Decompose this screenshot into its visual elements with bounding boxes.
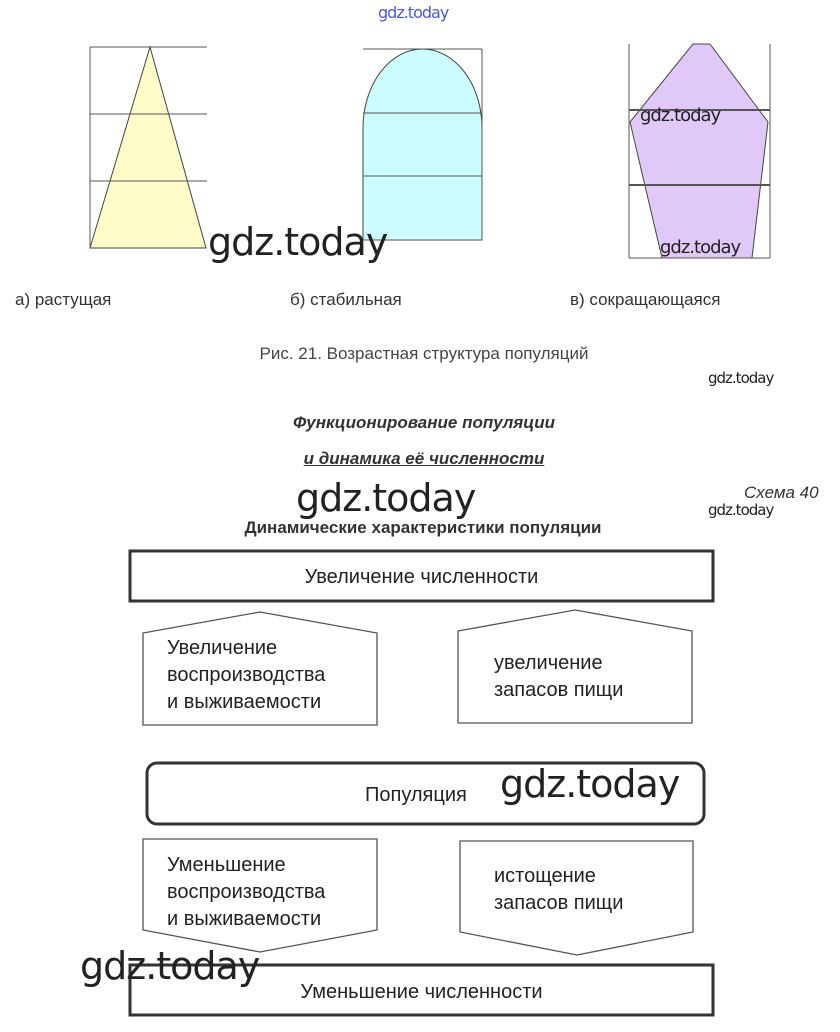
text-line: истощение — [494, 865, 596, 887]
watermark: gdz.today — [80, 944, 260, 988]
section-title-line1: Функционирование популяции — [292, 413, 556, 432]
label-stable: б) стабильная — [290, 290, 402, 309]
section-title-line2: и динамика её численности — [303, 449, 545, 468]
watermark: gdz.today — [208, 220, 388, 264]
decrease-reproduction-text: Уменьшение воспроизводства и выживаемост… — [167, 852, 325, 933]
decrease-reproduction-shape — [142, 838, 378, 953]
text-line: Уменьшение — [167, 854, 286, 876]
text-line: запасов пищи — [494, 892, 624, 914]
watermark: gdz.today — [640, 105, 721, 126]
increase-box — [128, 549, 715, 603]
watermark: gdz.today — [708, 369, 774, 387]
text-line: запасов пищи — [494, 679, 624, 701]
increase-food-shape — [457, 609, 693, 724]
increase-reproduction-text: Увеличение воспроизводства и выживаемост… — [167, 635, 325, 716]
scheme-title: Динамические характеристики популяции — [244, 518, 602, 537]
figure-caption: Рис. 21. Возрастная структура популяций — [259, 344, 589, 363]
scheme-label: Схема 40 — [744, 483, 819, 502]
increase-food-text: увеличение запасов пищи — [494, 650, 623, 704]
watermark: gdz.today — [708, 501, 774, 519]
watermark: gdz.today — [660, 237, 741, 258]
population-box — [145, 761, 706, 826]
text-line: и выживаемости — [167, 908, 322, 930]
increase-text: Увеличение численности — [304, 566, 539, 588]
label-declining: в) сокращающаяся — [570, 290, 721, 309]
decrease-food-shape — [459, 840, 694, 956]
label-growing: а) растущая — [15, 290, 112, 309]
watermark: gdz.today — [296, 476, 476, 520]
watermark: gdz.today — [378, 3, 449, 22]
text-line: воспроизводства — [167, 664, 326, 686]
text-line: и выживаемости — [167, 691, 322, 713]
pyramid-stable — [362, 48, 483, 241]
decrease-box — [128, 963, 715, 1017]
decrease-food-text: истощение запасов пищи — [494, 863, 623, 917]
text-line: воспроизводства — [167, 881, 326, 903]
text-line: Увеличение — [167, 637, 278, 659]
pyramid-growing — [89, 45, 207, 249]
decrease-text: Уменьшение численности — [300, 981, 543, 1003]
increase-reproduction-shape — [142, 611, 378, 726]
population-text: Популяция — [365, 784, 467, 806]
pyramid-declining — [628, 43, 771, 259]
watermark: gdz.today — [500, 762, 680, 806]
text-line: увеличение — [494, 652, 603, 674]
